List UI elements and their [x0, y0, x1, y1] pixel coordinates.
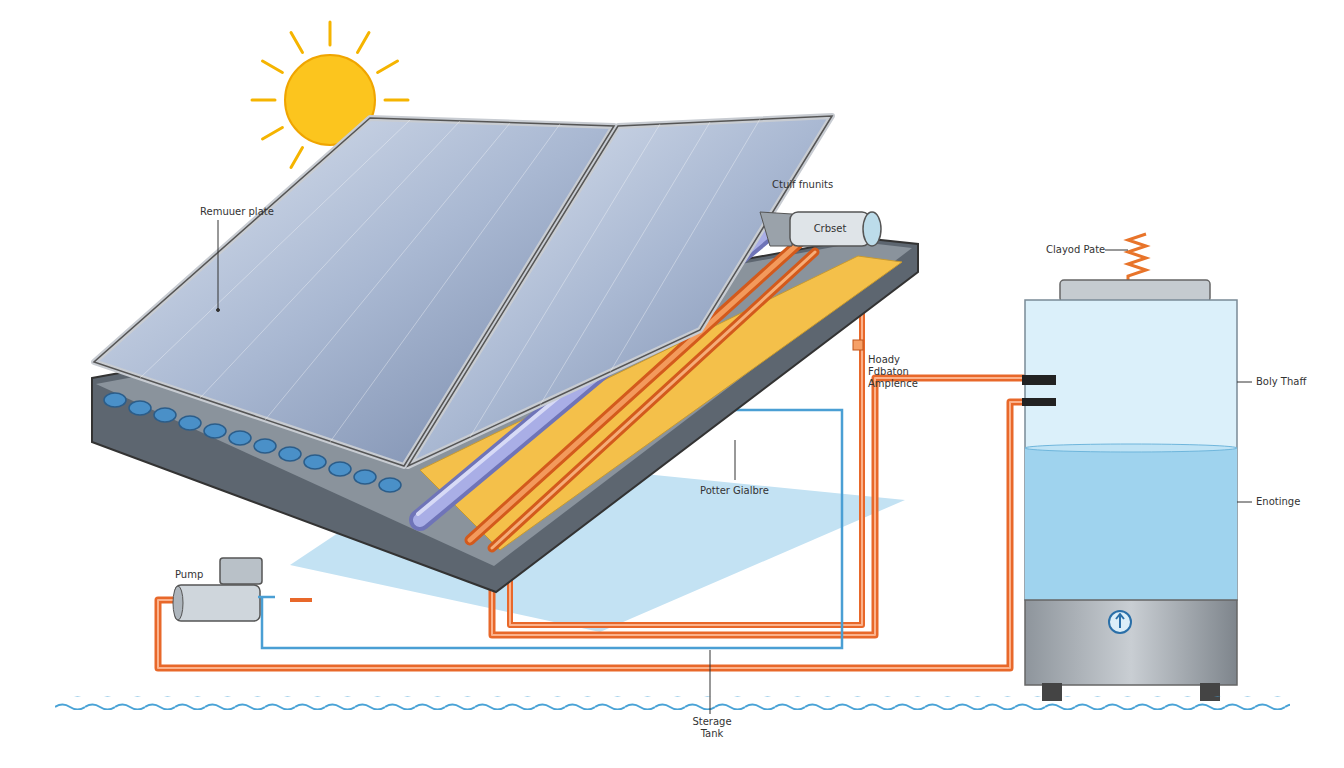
node-text: Pump [175, 569, 203, 581]
part-label: Hoady Fdbaton Amplence [868, 354, 930, 390]
storage-tank [1022, 234, 1237, 701]
part-label: Remuuer plate [200, 206, 274, 218]
glass-cover [94, 116, 832, 466]
water-line [55, 696, 1290, 710]
leader-lines [217, 220, 1253, 714]
fitting [853, 340, 863, 350]
pump-symbol [173, 558, 275, 621]
node-text: Crbset [814, 223, 847, 235]
header-cylinder [760, 212, 881, 246]
part-label: Enotinge [1256, 496, 1300, 508]
part-label: Ctuif fnunits [772, 179, 833, 191]
pump-box: Pump [175, 585, 260, 621]
header-cylinder-label: Crbset [790, 212, 870, 246]
part-label: Boly Thaff [1256, 376, 1306, 388]
part-label: Sterage Tank [682, 716, 742, 740]
part-label: Potter Gialbre [700, 485, 769, 497]
part-label: Clayod Pate [1046, 244, 1105, 256]
